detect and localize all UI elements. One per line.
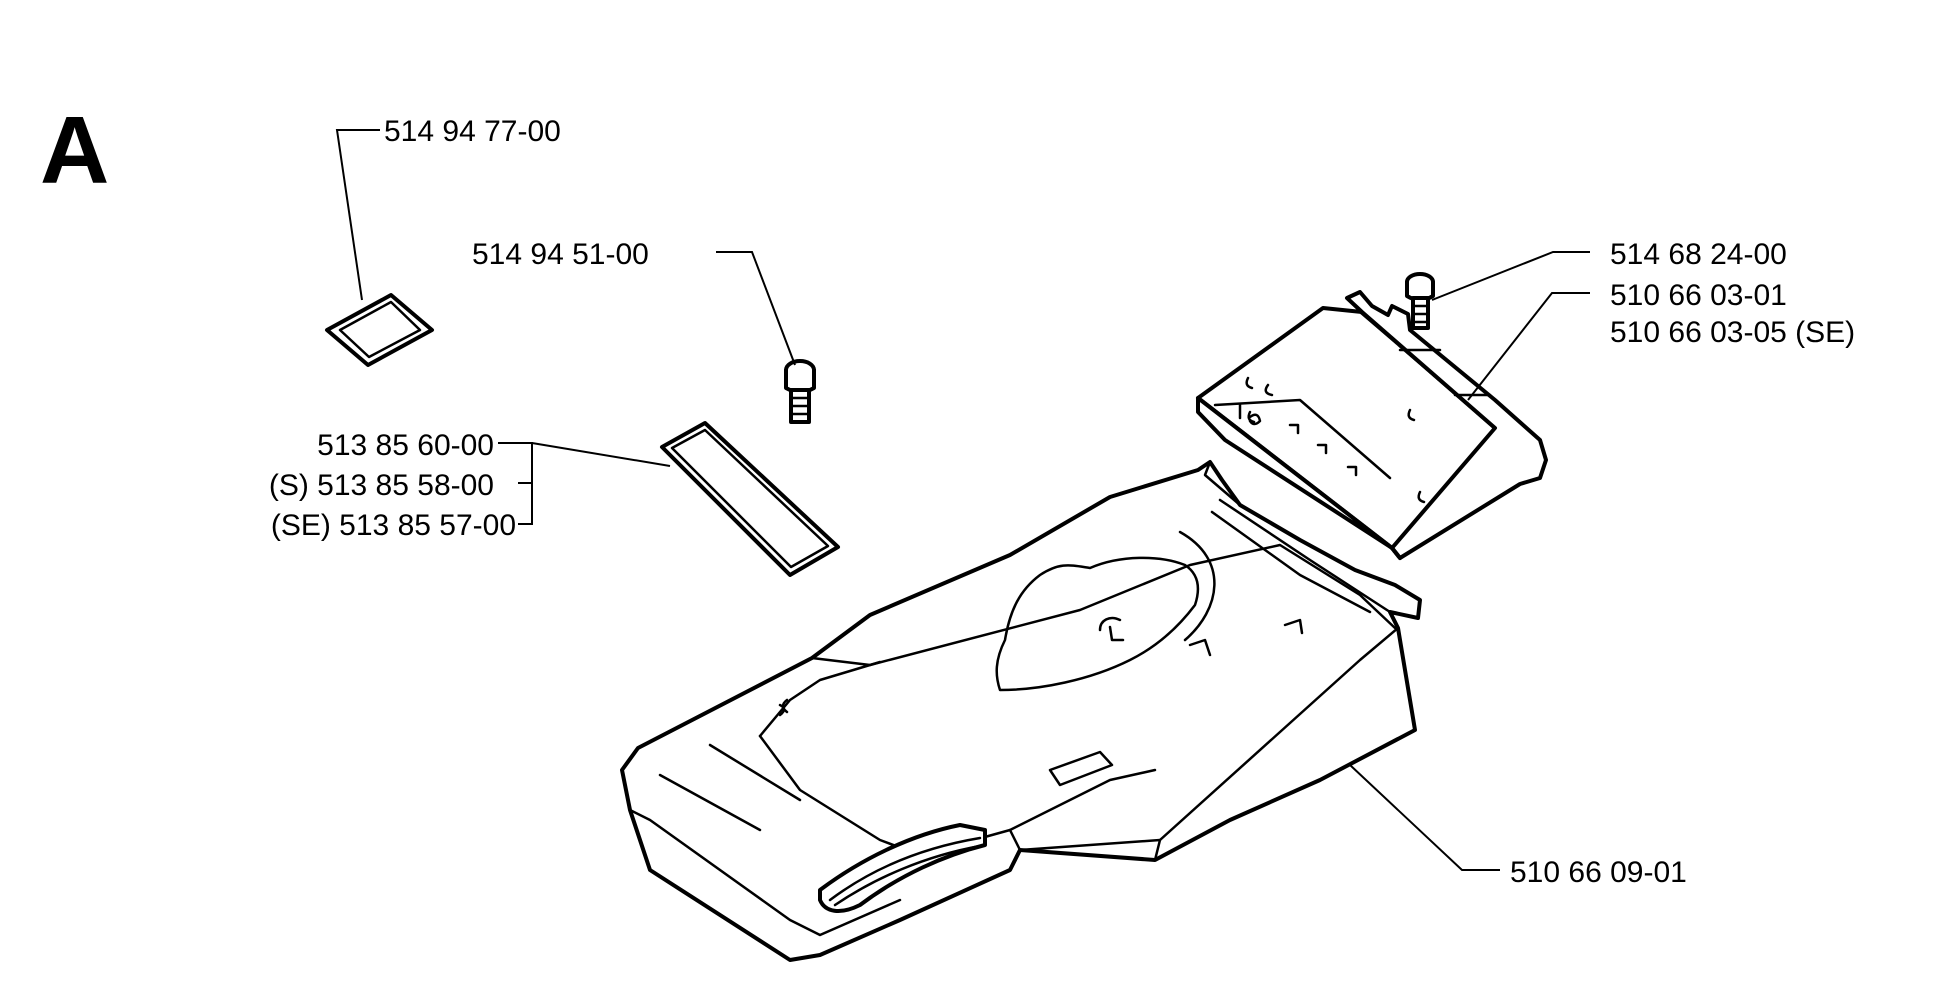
rear-plate-part <box>1196 290 1548 560</box>
part-number-rear-plate-se: 510 66 03-05 (SE) <box>1610 316 1855 349</box>
part-number-decal-strip-se: (SE) 513 85 57-00 <box>271 509 516 542</box>
decal-strip-part <box>660 421 840 577</box>
bolt-left-part <box>784 359 816 424</box>
bolt-right-part <box>1405 272 1435 330</box>
part-number-mower-deck: 510 66 09-01 <box>1510 856 1687 889</box>
part-number-decal-strip: 513 85 60-00 <box>317 429 494 462</box>
part-number-bolt-left: 514 94 51-00 <box>472 238 649 271</box>
leader-line-bolt-left <box>716 251 796 366</box>
leader-line-rear-plate <box>1467 292 1590 401</box>
section-letter: A <box>40 97 109 204</box>
part-number-decal-square: 514 94 77-00 <box>384 115 561 148</box>
leader-line-bolt-right <box>1431 251 1590 301</box>
part-number-bolt-right: 514 68 24-00 <box>1610 238 1787 271</box>
mower-deck-part <box>620 460 1422 962</box>
part-number-rear-plate: 510 66 03-01 <box>1610 279 1787 312</box>
decal-square-part <box>325 293 434 367</box>
part-number-decal-strip-s: (S) 513 85 58-00 <box>269 469 494 502</box>
leader-line-decal-square <box>335 129 380 301</box>
leader-line-mower-deck <box>1349 764 1500 871</box>
